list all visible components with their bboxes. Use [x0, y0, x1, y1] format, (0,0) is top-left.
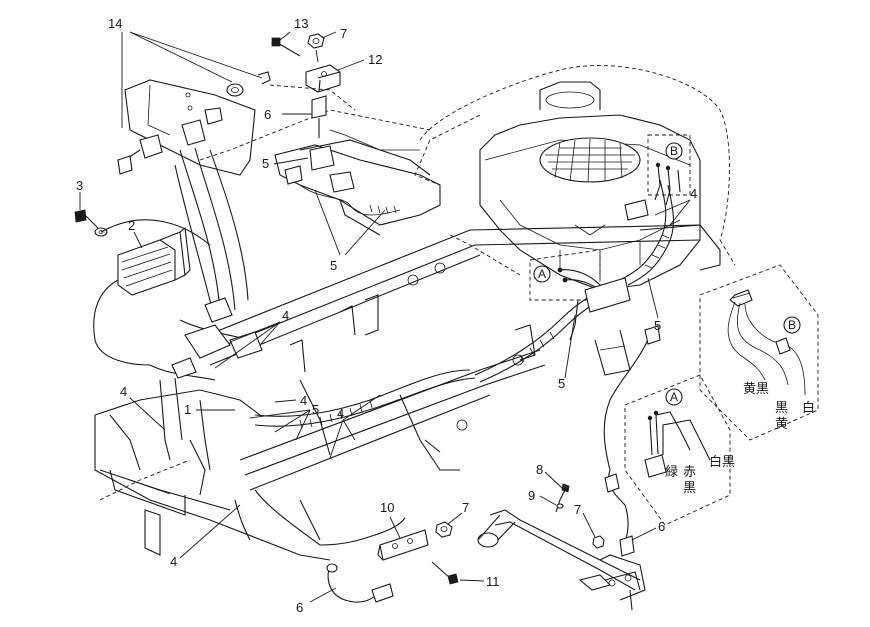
engine-assembly	[479, 81, 701, 291]
callout-5-mid: 5	[312, 402, 319, 417]
callout-4-long: 4	[337, 406, 344, 421]
svg-text:A: A	[670, 390, 678, 404]
callout-2: 2	[128, 218, 135, 233]
wire-label-white-black: 白黒	[709, 454, 735, 470]
detail-inset-b	[699, 264, 819, 441]
marker-b-detail: B	[783, 316, 801, 334]
pedal-assembly	[477, 483, 646, 611]
bracket-10	[377, 521, 459, 585]
wire-label-red-black-top: 赤	[683, 465, 696, 480]
wire-label-black-yellow-bottom: 黄	[775, 417, 788, 432]
callout-11: 11	[486, 574, 500, 589]
wire-color-labels: 黄黒 黒 黄 白 緑 赤 黒 白黒	[665, 382, 815, 496]
svg-text:A: A	[538, 267, 546, 281]
wire-label-red-black-bottom: 黒	[683, 481, 696, 496]
callout-4-bottom: 4	[170, 554, 177, 569]
wire-label-yellow-black: 黄黒	[743, 382, 769, 397]
connector-markers: A B B A	[533, 142, 801, 406]
marker-b-main: B	[665, 142, 683, 160]
callout-7-top: 7	[340, 26, 347, 41]
wire-label-black-yellow-top: 黒	[775, 401, 788, 416]
sensor-bracket-top	[271, 33, 341, 138]
callout-4-mid: 4	[300, 393, 307, 408]
callout-6-top: 6	[264, 107, 271, 122]
marker-a-main: A	[533, 265, 551, 283]
callout-4-left: 4	[120, 384, 127, 399]
main-frame	[94, 224, 721, 561]
callout-5-upper-b: 5	[330, 258, 337, 273]
callout-6-bottom: 6	[296, 600, 303, 615]
svg-text:B: B	[788, 318, 796, 332]
callout-4-right: 4	[690, 186, 697, 201]
lamp-assembly	[74, 209, 211, 366]
callout-13: 13	[294, 16, 308, 31]
upper-switch-housing	[274, 129, 441, 236]
callout-7-bottom: 7	[462, 500, 469, 515]
body-outline	[99, 65, 736, 501]
callout-5-center: 5	[558, 376, 565, 391]
wire-label-green: 緑	[665, 465, 678, 480]
callout-labels: 14 13 7 12 6 5 5 3 2 4 4 1 4 5 4 4 4 5 5…	[76, 16, 697, 615]
leader-lines	[79, 31, 691, 603]
callout-1: 1	[184, 402, 191, 417]
connector-b-region	[624, 134, 691, 221]
marker-a-detail: A	[665, 388, 683, 406]
callout-8: 8	[536, 462, 543, 477]
wire-label-white: 白	[802, 400, 815, 416]
callout-5-upper: 5	[262, 156, 269, 171]
detail-inset-a	[624, 374, 731, 526]
callout-3: 3	[76, 178, 83, 193]
callout-7-right: 7	[574, 502, 581, 517]
callout-14: 14	[108, 16, 122, 31]
callout-5-right: 5	[654, 318, 661, 333]
mounting-plate-upper-left	[117, 71, 271, 176]
callout-6-right: 6	[658, 519, 665, 534]
callout-9: 9	[528, 488, 535, 503]
connector-a-region	[529, 249, 631, 341]
svg-text:B: B	[670, 144, 678, 158]
callout-10: 10	[380, 500, 394, 515]
callout-12: 12	[368, 52, 382, 67]
callout-4-cluster: 4	[282, 308, 289, 323]
